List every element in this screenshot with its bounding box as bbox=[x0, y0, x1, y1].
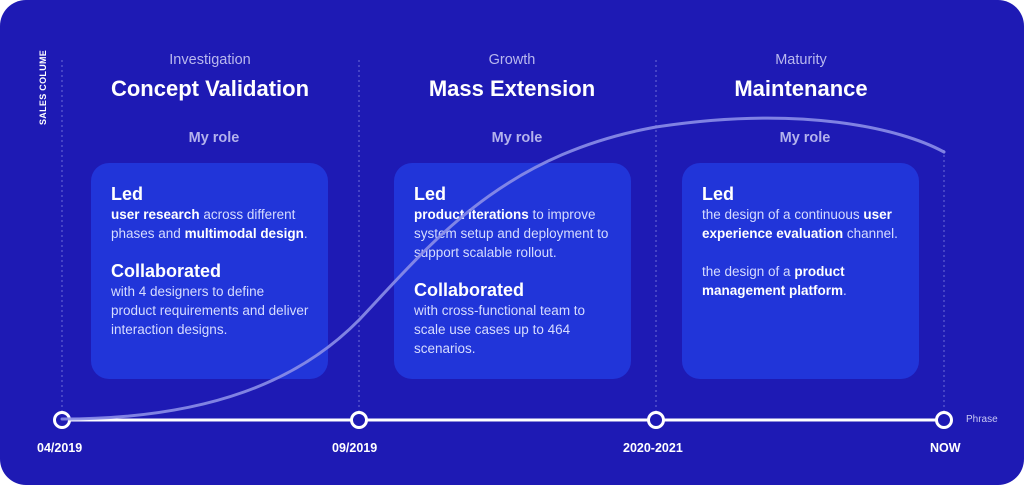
date-label-4: NOW bbox=[930, 441, 961, 455]
stage-label: Growth bbox=[488, 52, 536, 68]
led-heading: Led bbox=[111, 184, 144, 204]
stage-label: Investigation bbox=[169, 52, 251, 68]
led-description-2: the design of a product management platf… bbox=[702, 262, 903, 300]
highlight-text: product management platform bbox=[702, 264, 845, 298]
led-heading: Led bbox=[702, 184, 735, 204]
collaborated-heading: Collaborated bbox=[414, 280, 525, 300]
phase-header-2: Growth Mass Extension bbox=[362, 51, 662, 102]
date-label-1: 04/2019 bbox=[37, 441, 83, 455]
role-label-2: My role bbox=[491, 130, 543, 146]
stage-label: Maturity bbox=[775, 52, 827, 68]
phase-title: Concept Validation bbox=[110, 76, 310, 101]
led-description: the design of a continuous user experien… bbox=[702, 205, 903, 243]
role-card-3: Led the design of a continuous user expe… bbox=[682, 163, 919, 379]
phase-title: Mass Extension bbox=[428, 76, 596, 101]
led-description: user research across different phases an… bbox=[111, 205, 312, 243]
highlight-text: multimodal design bbox=[184, 226, 304, 241]
phase-title: Maintenance bbox=[734, 76, 868, 101]
date-label-3: 2020-2021 bbox=[623, 441, 683, 455]
milestone-circle-2 bbox=[350, 411, 368, 429]
collaborated-description: with cross-functional team to scale use … bbox=[414, 303, 586, 356]
body-text: the design of a continuous bbox=[702, 207, 864, 222]
led-heading: Led bbox=[414, 184, 447, 204]
body-text: . bbox=[843, 283, 847, 298]
body-text: to improve system setup and deployment t… bbox=[414, 207, 609, 260]
highlight-text: product iterations bbox=[414, 207, 529, 222]
highlight-text: user experience evaluation bbox=[702, 207, 892, 241]
collaborated-description: with 4 designers to define product requi… bbox=[111, 284, 309, 337]
milestone-circle-3 bbox=[647, 411, 665, 429]
role-card-2: Led product iterations to improve system… bbox=[394, 163, 631, 379]
role-card-1: Led user research across different phase… bbox=[91, 163, 328, 379]
role-label-3: My role bbox=[779, 130, 831, 146]
date-label-2: 09/2019 bbox=[332, 441, 378, 455]
body-text: the design of a bbox=[702, 264, 795, 279]
collaborated-heading: Collaborated bbox=[111, 261, 222, 281]
phase-header-1: Investigation Concept Validation bbox=[60, 51, 360, 102]
led-description: product iterations to improve system set… bbox=[414, 205, 615, 262]
role-label-1: My role bbox=[188, 130, 240, 146]
body-text: across different phases and bbox=[111, 207, 296, 241]
body-text: channel. bbox=[843, 226, 898, 241]
x-axis-label: Phrase bbox=[966, 414, 998, 425]
body-text: . bbox=[303, 226, 308, 241]
highlight-text: user research bbox=[111, 207, 200, 222]
milestone-circle-4 bbox=[935, 411, 953, 429]
growth-curve bbox=[60, 116, 946, 421]
phase-header-3: Maturity Maintenance bbox=[651, 51, 951, 102]
